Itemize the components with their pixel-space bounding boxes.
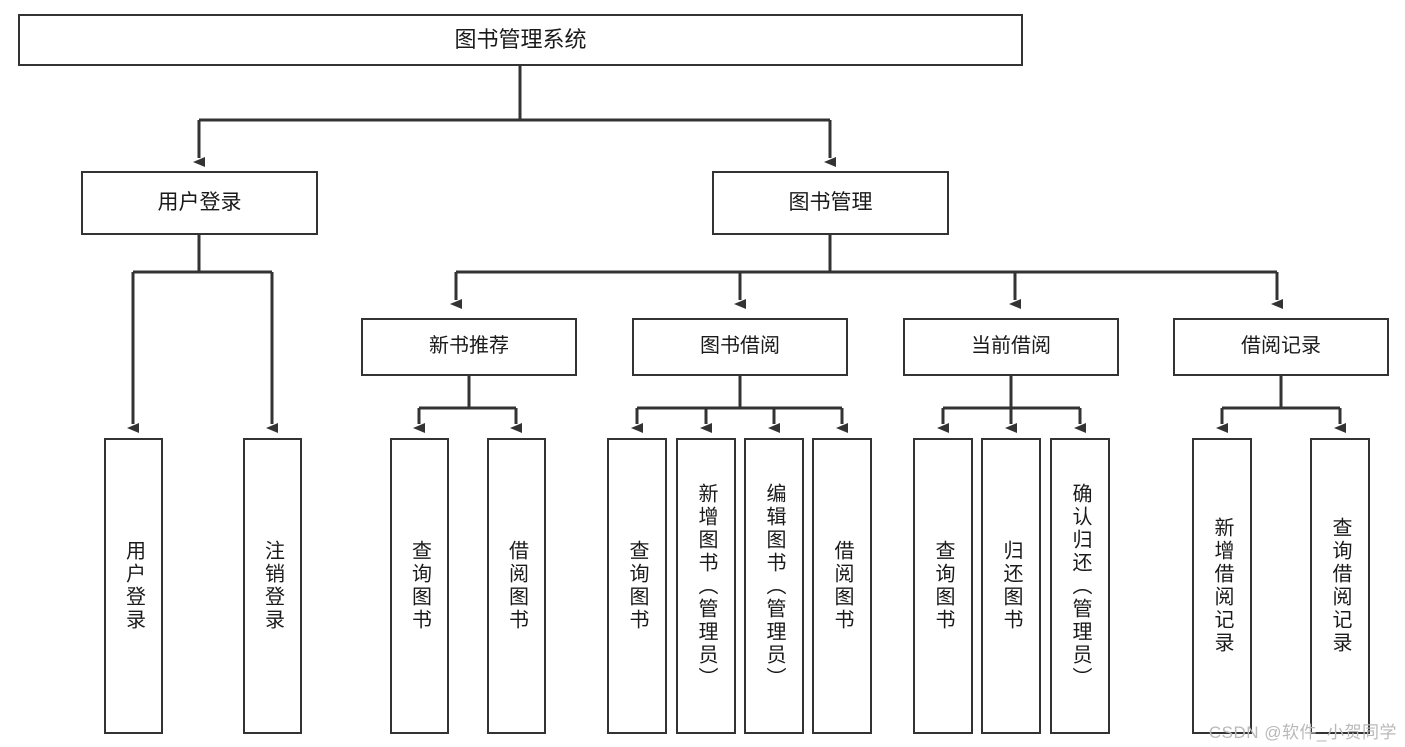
node-book-borrow[interactable]: 图书借阅 xyxy=(632,318,848,376)
node-user-login[interactable]: 用户登录 xyxy=(81,171,318,235)
node-label: 用户登录 xyxy=(122,540,145,632)
node-current-borrow[interactable]: 当前借阅 xyxy=(903,318,1119,376)
node-leaf-borrow-book-1[interactable]: 借阅图书 xyxy=(487,438,546,734)
node-leaf-edit-book[interactable]: 编辑图书（管理员） xyxy=(744,438,804,734)
node-label: 查询图书 xyxy=(408,540,431,632)
node-label: 借阅记录 xyxy=(1241,335,1321,358)
node-leaf-add-record[interactable]: 新增借阅记录 xyxy=(1192,438,1252,734)
node-leaf-add-book[interactable]: 新增图书（管理员） xyxy=(676,438,736,734)
node-label: 查询图书 xyxy=(932,540,954,632)
node-leaf-query-book-3[interactable]: 查询图书 xyxy=(913,438,973,734)
node-label: 注销登录 xyxy=(261,540,284,632)
node-leaf-user-login[interactable]: 用户登录 xyxy=(104,438,163,734)
node-label: 确认归还（管理员） xyxy=(1069,482,1091,690)
node-new-book-recommend[interactable]: 新书推荐 xyxy=(361,318,577,376)
node-borrow-record[interactable]: 借阅记录 xyxy=(1173,318,1389,376)
node-label: 用户登录 xyxy=(157,190,242,214)
node-label: 借阅图书 xyxy=(505,540,528,632)
node-label: 编辑图书（管理员） xyxy=(763,482,785,690)
node-root-book-management-system[interactable]: 图书管理系统 xyxy=(18,14,1023,66)
node-leaf-query-book-1[interactable]: 查询图书 xyxy=(390,438,449,734)
node-leaf-query-record[interactable]: 查询借阅记录 xyxy=(1310,438,1370,734)
node-leaf-logout-login[interactable]: 注销登录 xyxy=(243,438,302,734)
node-label: 图书管理系统 xyxy=(454,27,587,53)
node-label: 新书推荐 xyxy=(429,335,509,358)
node-label: 查询图书 xyxy=(626,540,648,632)
node-leaf-confirm-return[interactable]: 确认归还（管理员） xyxy=(1050,438,1110,734)
node-label: 当前借阅 xyxy=(971,335,1051,358)
csdn-watermark: CSDN @软件_小贺同学 xyxy=(1208,723,1397,742)
node-leaf-return-book[interactable]: 归还图书 xyxy=(981,438,1041,734)
node-label: 查询借阅记录 xyxy=(1329,517,1351,655)
node-leaf-query-book-2[interactable]: 查询图书 xyxy=(607,438,667,734)
node-label: 归还图书 xyxy=(1000,540,1022,632)
node-label: 图书管理 xyxy=(788,190,873,214)
node-label: 新增借阅记录 xyxy=(1211,517,1233,655)
node-leaf-borrow-book-2[interactable]: 借阅图书 xyxy=(812,438,872,734)
node-label: 借阅图书 xyxy=(831,540,853,632)
node-book-management[interactable]: 图书管理 xyxy=(712,171,949,235)
node-label: 新增图书（管理员） xyxy=(695,482,717,690)
node-label: 图书借阅 xyxy=(700,335,780,358)
